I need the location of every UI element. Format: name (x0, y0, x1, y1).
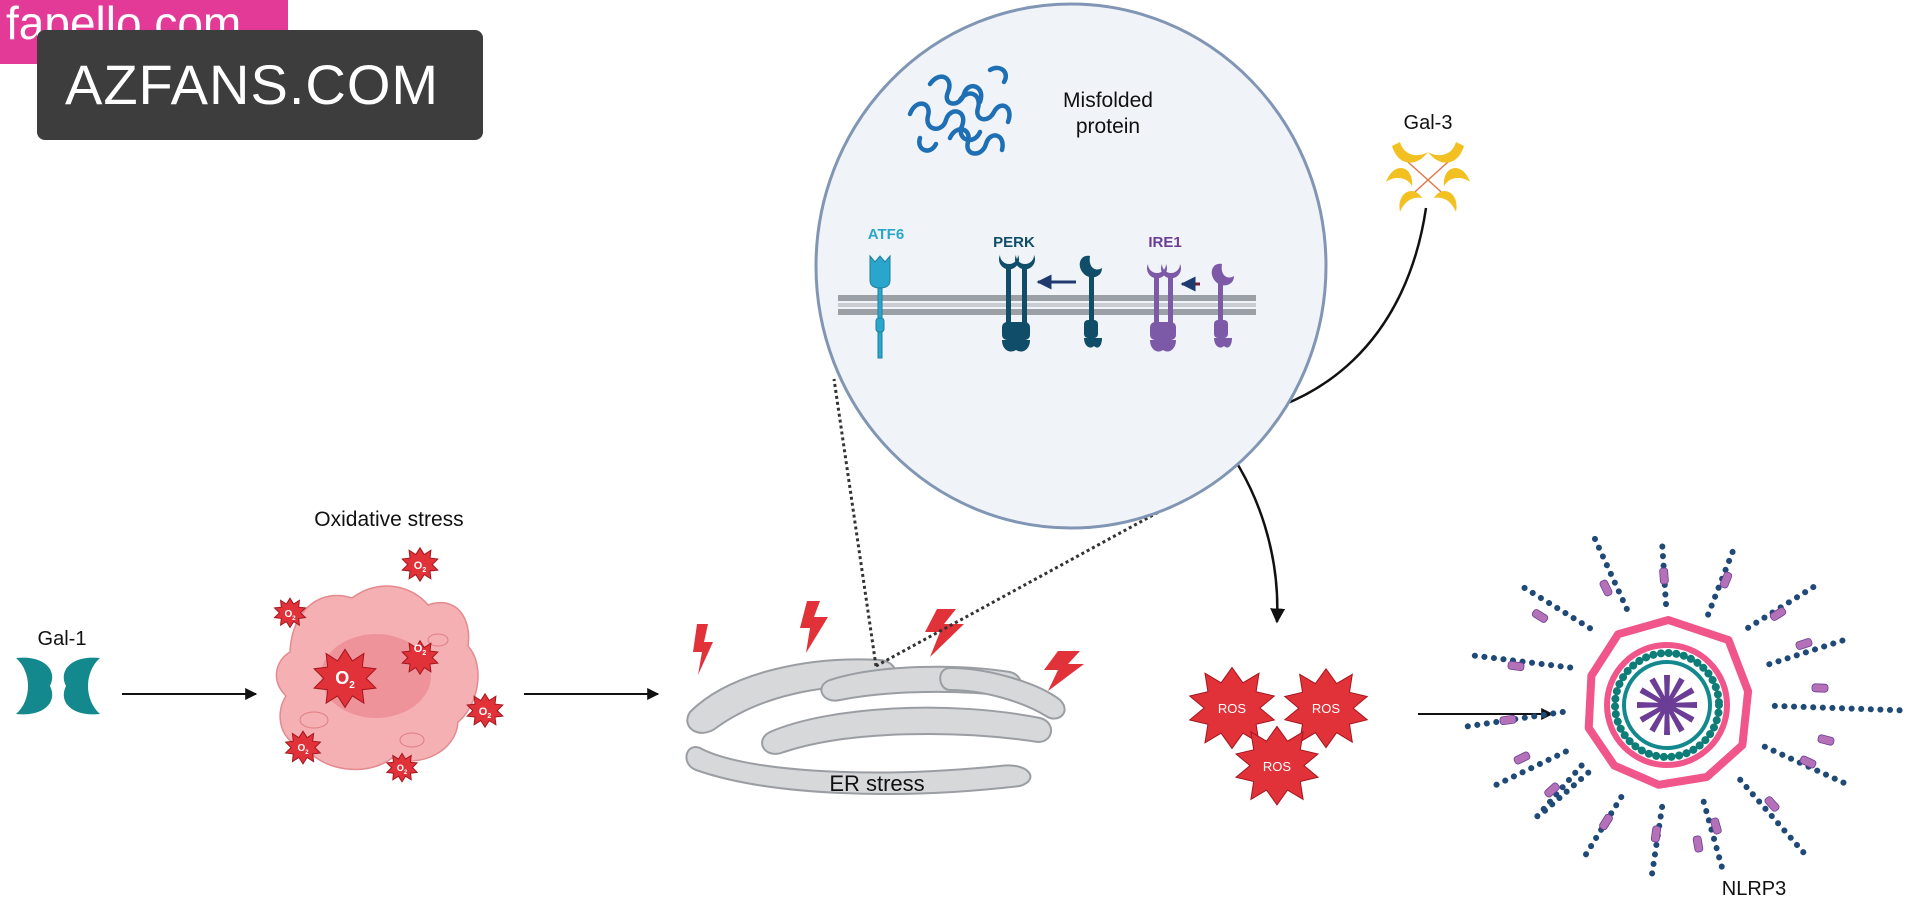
o2-radical-icon (273, 597, 307, 629)
atf6-receptor-icon (869, 254, 891, 359)
o2-label: O2 (335, 668, 355, 691)
o2-radical-icon (385, 752, 419, 783)
lightning-icon (1044, 651, 1084, 691)
ire1-monomer-icon (1211, 263, 1234, 348)
o2-label: O2 (284, 609, 296, 622)
o2-radical-icon (313, 648, 377, 709)
zoom-line (832, 378, 878, 667)
perk-monomer-icon (1079, 255, 1102, 348)
perk-dimer-icon (999, 255, 1035, 352)
gal1-icon (16, 657, 100, 715)
o2-radicals: O2 O2 O2 O2 O2 O2 O2 (273, 546, 504, 783)
ros-label: ROS (1218, 701, 1247, 716)
o2-radical-icon (284, 730, 322, 765)
er-organelle-icon (685, 658, 1066, 795)
o2-label: O2 (479, 706, 492, 720)
o2-radical-icon (466, 692, 504, 729)
ros-label: ROS (1263, 759, 1292, 774)
o2-label: O2 (414, 643, 427, 657)
lightning-icon (925, 609, 964, 657)
er-stress-bolts (693, 601, 1084, 691)
ire1-dimer-icon (1147, 264, 1181, 352)
er-membrane (838, 295, 1256, 315)
lightning-icon (693, 624, 713, 675)
ros-icon (1234, 725, 1320, 806)
ros-icon (1188, 666, 1276, 750)
ros-cluster (1188, 666, 1369, 806)
zoom-bubble (814, 2, 1328, 530)
o2-label: O2 (397, 763, 408, 776)
o2-label: O2 (297, 743, 309, 756)
misfolded-protein-icon (907, 65, 1012, 156)
ros-icon (1283, 667, 1369, 749)
o2-radical-icon (401, 546, 439, 583)
nlrp3-inflammasome-icon (1463, 534, 1907, 886)
o2-label: O2 (414, 560, 427, 574)
o2-radical-icon (401, 639, 439, 676)
lightning-icon (800, 601, 828, 653)
ros-label: ROS (1312, 701, 1341, 716)
gal3-icon (1386, 142, 1470, 212)
